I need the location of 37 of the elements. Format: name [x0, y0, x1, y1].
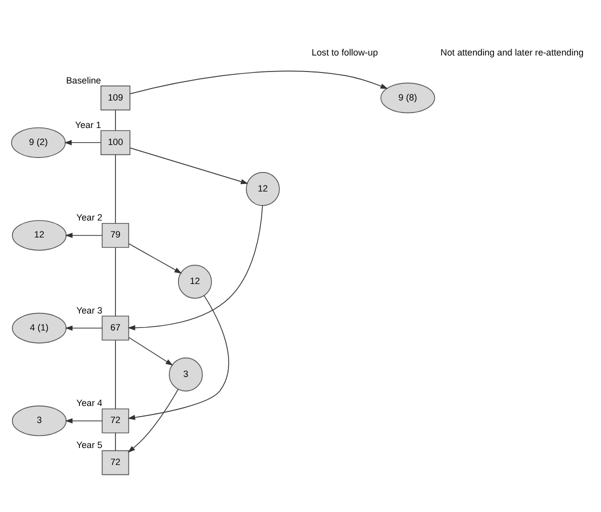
node-box: 100: [100, 130, 130, 155]
arrow: [128, 242, 182, 274]
node-label: Baseline: [66, 74, 101, 85]
node-circle: 12: [246, 172, 280, 206]
node-box: 67: [102, 315, 130, 340]
connector: [115, 340, 116, 409]
arrow: [128, 388, 179, 452]
node-label: Year 2: [76, 212, 102, 222]
arrow: [65, 325, 102, 330]
node-circle: 12: [178, 264, 212, 298]
arrow: [128, 204, 263, 330]
arrow: [130, 70, 388, 94]
node-ellipse: 12: [12, 220, 67, 250]
connector: [115, 154, 116, 224]
arrow: [130, 147, 248, 184]
node-ellipse: 3: [12, 405, 67, 436]
label: Lost to follow-up: [312, 47, 378, 58]
arrow: [65, 418, 102, 423]
arrow: [64, 140, 102, 145]
node-label: Year 3: [76, 304, 102, 315]
node-box: 72: [102, 408, 130, 433]
node-label: Year 4: [76, 398, 102, 408]
connector: [115, 246, 116, 316]
node-circle: 3: [168, 357, 203, 391]
node-box: 79: [102, 222, 130, 248]
arrow: [65, 232, 102, 238]
node-box: 72: [102, 450, 130, 475]
label: Not attending and later re-attending: [440, 47, 584, 58]
node-label: Year 1: [75, 119, 102, 130]
node-ellipse: 4 (1): [12, 312, 67, 343]
connector: [115, 109, 116, 130]
node-box: 109: [100, 85, 130, 110]
arrow: [128, 336, 174, 366]
node-label: Year 5: [76, 440, 102, 450]
connector: [115, 432, 116, 450]
arrow: [128, 294, 229, 420]
node-ellipse: 9 (2): [11, 126, 66, 158]
